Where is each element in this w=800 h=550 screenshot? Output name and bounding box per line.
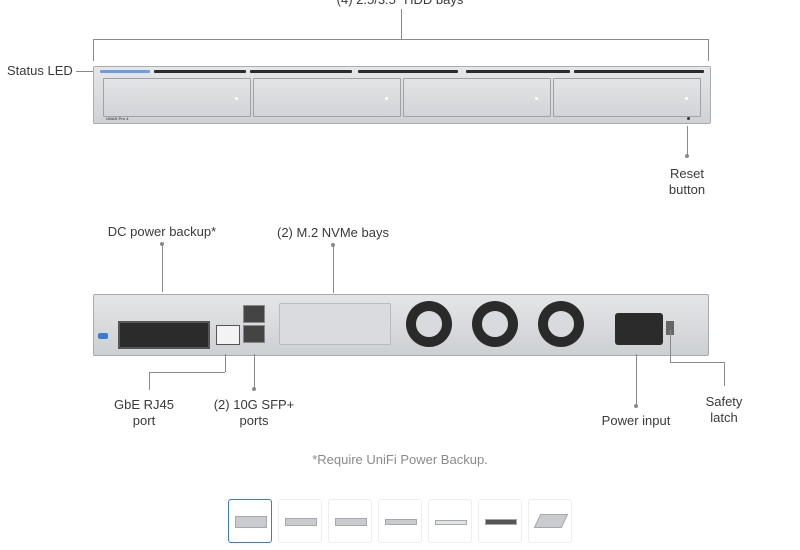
nvme-label: (2) M.2 NVMe bays — [277, 225, 389, 240]
gallery-thumb-3[interactable] — [328, 499, 372, 543]
nvme-leader — [333, 245, 334, 293]
safety-latch-leader-v2 — [724, 362, 725, 386]
gallery-thumb-4[interactable] — [378, 499, 422, 543]
model-text: UNAS Pro 4 — [106, 116, 129, 121]
gallery-thumb-5[interactable] — [428, 499, 472, 543]
reset-button-label: Reset button — [668, 166, 706, 197]
drive-bay-3 — [403, 78, 551, 117]
reset-leader-dot — [685, 154, 689, 158]
bay-indicator-2 — [250, 70, 352, 73]
gallery-thumb-7[interactable] — [528, 499, 572, 543]
rj45-leader-v — [225, 354, 226, 372]
power-input-dot — [634, 404, 638, 408]
fan-1 — [406, 301, 452, 347]
gallery-thumb-2[interactable] — [278, 499, 322, 543]
dc-power-connector — [118, 321, 210, 349]
sfp-port-2 — [243, 325, 265, 343]
drive-bay-1 — [103, 78, 251, 117]
gallery-thumb-6[interactable] — [478, 499, 522, 543]
status-led-label: Status LED — [7, 63, 73, 78]
nvme-dot — [331, 243, 335, 247]
power-input-label: Power input — [601, 413, 671, 428]
fan-2 — [472, 301, 518, 347]
power-input-leader — [636, 354, 637, 406]
hdd-bracket-stem — [401, 9, 402, 39]
sfp-port-1 — [243, 305, 265, 323]
front-panel-image: UNAS Pro 4 — [93, 66, 711, 124]
status-led-bar — [100, 70, 150, 73]
power-inlet — [615, 313, 663, 345]
dc-power-label: DC power backup* — [107, 224, 217, 239]
drive-bay-2 — [253, 78, 401, 117]
dc-power-leader — [162, 244, 163, 292]
safety-latch-leader-h — [670, 362, 725, 363]
rj45-leader-h — [149, 372, 225, 373]
rj45-leader-v2 — [149, 372, 150, 390]
bay-indicator-4 — [466, 70, 570, 73]
safety-latch-part — [666, 321, 674, 335]
sfp-leader-dot — [252, 387, 256, 391]
sfp-leader — [254, 354, 255, 390]
ubiquiti-logo — [98, 333, 108, 339]
footnote: *Require UniFi Power Backup. — [312, 452, 488, 467]
drive-bay-4 — [553, 78, 701, 117]
reset-pinhole — [687, 117, 690, 120]
sfp-label: (2) 10G SFP+ ports — [213, 397, 295, 428]
gallery-thumb-1[interactable] — [228, 499, 272, 543]
nvme-cover — [279, 303, 391, 345]
rj45-label: GbE RJ45 port — [114, 397, 174, 428]
bay-indicator-5 — [574, 70, 704, 73]
hdd-bracket-left — [93, 39, 94, 61]
rear-panel-image — [93, 294, 709, 356]
hdd-bracket-right — [708, 39, 709, 61]
dc-power-dot — [160, 242, 164, 246]
reset-leader — [687, 126, 688, 156]
safety-latch-label: Safety latch — [705, 394, 743, 425]
fan-3 — [538, 301, 584, 347]
hdd-bracket-bar — [93, 39, 709, 40]
safety-latch-leader-v — [670, 330, 671, 362]
status-led-leader — [76, 71, 94, 72]
hdd-bays-label: (4) 2.5/3.5" HDD bays — [330, 0, 470, 8]
bay-indicator-1 — [154, 70, 246, 73]
bay-indicator-3 — [358, 70, 458, 73]
rj45-port — [216, 325, 240, 345]
